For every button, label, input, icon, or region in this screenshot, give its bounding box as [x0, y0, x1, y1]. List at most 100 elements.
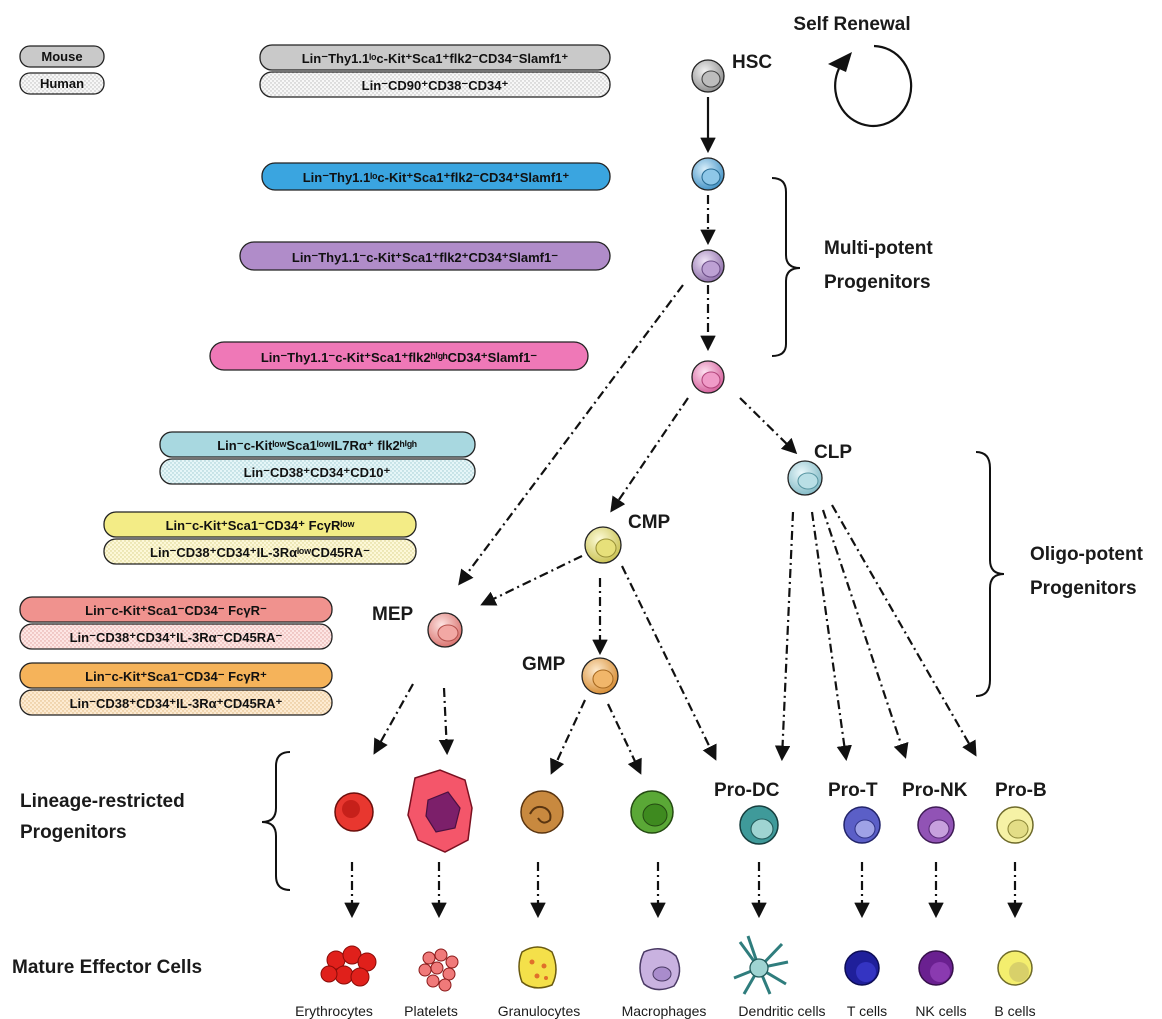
group-braces: [261, 177, 1005, 891]
cmp-human-pill: [103, 538, 417, 565]
arrow-gmp-gran: [550, 699, 586, 775]
platelets-icon: [418, 948, 459, 992]
multipotent-label-line2: Progenitors: [824, 272, 931, 293]
gmp-mouse-markers: Lin⁻c-Kit⁺Sca1⁻CD34⁻ FcγR⁺: [85, 669, 267, 684]
multipotent-brace: [771, 177, 801, 357]
legend-human-swatch: [19, 72, 105, 95]
arrow-mep-ery: [373, 683, 414, 755]
arrow-clp-prodc: [774, 511, 795, 762]
hsc-human-markers: Lin⁻CD90⁺CD38⁻CD34⁺: [362, 78, 509, 93]
pro-t-cell: [843, 806, 881, 844]
multipotent-label-line1: Multi-potent: [824, 238, 933, 259]
erythrocytes-icon: [320, 945, 377, 987]
mep-mouse-pill: [19, 596, 333, 623]
arrow-cmp-mep: [480, 555, 583, 606]
t-cell-icon: [844, 950, 880, 986]
pro-dc-cell: [739, 805, 779, 845]
pro-nk-label: Pro-NK: [902, 780, 968, 801]
gmp-human-pill: [19, 689, 333, 716]
oligopotent-label-line1: Oligo-potent: [1030, 544, 1144, 565]
self-renewal-arc: [834, 44, 913, 128]
mature-cell-label: T cells: [847, 1003, 887, 1019]
mep-cell: [427, 612, 463, 648]
mature-effector-cells: [320, 935, 1033, 995]
arrow-cmp-prodc: [621, 565, 717, 761]
marker-pills: Lin⁻Thy1.1ˡᵒc-Kit⁺Sca1⁺flk2⁻CD34⁻Slamf1⁺…: [19, 44, 611, 716]
cmp-label: CMP: [628, 512, 671, 533]
pro-b-label: Pro-B: [995, 780, 1047, 801]
cmp-mouse-pill: [103, 511, 417, 538]
granulocyte-progenitor-cell: [520, 790, 564, 834]
lineage-arrows: [344, 97, 1023, 919]
arrow-clp-prot: [810, 511, 852, 762]
mpp2-pill: [239, 241, 611, 271]
lineage-brace: [261, 751, 291, 891]
gmp-mouse-pill: [19, 662, 333, 689]
lineage-restricted-cells: [334, 769, 1034, 853]
clp-human-markers: Lin⁻CD38⁺CD34⁺CD10⁺: [244, 465, 391, 480]
arrow-mpp3-cmp: [610, 397, 689, 513]
mature-cell-label: B cells: [994, 1003, 1035, 1019]
oligopotent-label-line2: Progenitors: [1030, 578, 1137, 599]
macrophage-progenitor-cell: [630, 790, 674, 834]
text-labels: Self Renewal HSC Multi-potent Progenitor…: [12, 14, 1144, 1019]
b-cell-icon: [997, 950, 1033, 986]
mpp3-markers: Lin⁻Thy1.1⁻c-Kit⁺Sca1⁺flk2ʰⁱᵍʰCD34⁺Slamf…: [261, 350, 537, 365]
lineage-label-line1: Lineage-restricted: [20, 791, 185, 812]
arrow-mpp2-mep: [458, 284, 684, 586]
hsc-cell: [691, 59, 725, 93]
nk-cell-icon: [918, 950, 954, 986]
mpp3-cell: [691, 360, 725, 394]
cmp-mouse-markers: Lin⁻c-Kit⁺Sca1⁻CD34⁺ FcγRˡᵒʷ: [166, 518, 355, 533]
clp-human-pill: [159, 458, 476, 485]
mature-cell-label: NK cells: [915, 1003, 966, 1019]
mature-cell-label: Granulocytes: [498, 1003, 580, 1019]
mep-human-pill: [19, 623, 333, 650]
gmp-label: GMP: [522, 654, 566, 675]
mep-label: MEP: [372, 604, 414, 625]
macrophage-icon: [639, 948, 681, 991]
hsc-mouse-pill: [259, 44, 611, 71]
pro-dc-label: Pro-DC: [714, 780, 780, 801]
mep-human-markers: Lin⁻CD38⁺CD34⁺IL-3Rα⁻CD45RA⁻: [70, 630, 283, 645]
legend-mouse-swatch: [19, 45, 105, 68]
gmp-human-markers: Lin⁻CD38⁺CD34⁺IL-3Rα⁺CD45RA⁺: [70, 696, 283, 711]
legend-mouse-label: Mouse: [41, 49, 82, 64]
clp-mouse-markers: Lin⁻c-KitˡᵒʷSca1ˡᵒʷIL7Rα⁺ flk2ʰⁱᵍʰ: [217, 438, 417, 453]
arrow-gmp-mac: [607, 703, 642, 775]
arrow-clp-pronk: [821, 509, 909, 759]
mpp1-cell: [691, 157, 725, 191]
clp-label: CLP: [814, 442, 852, 463]
mpp3-pill: [209, 341, 589, 371]
pro-b-cell: [996, 806, 1034, 844]
hsc-human-pill: [259, 71, 611, 98]
mature-effector-label: Mature Effector Cells: [12, 957, 202, 978]
mpp1-markers: Lin⁻Thy1.1ˡᵒc-Kit⁺Sca1⁺flk2⁻CD34⁺Slamf1⁺: [303, 170, 570, 185]
mpp1-pill: [261, 162, 611, 191]
cmp-cell: [584, 526, 622, 564]
self-renewal-arrowhead: [828, 52, 852, 72]
mpp2-markers: Lin⁻Thy1.1⁻c-Kit⁺Sca1⁺flk2⁺CD34⁺Slamf1⁻: [292, 250, 558, 265]
pro-nk-cell: [917, 806, 955, 844]
clp-cell: [787, 460, 823, 496]
cmp-human-markers: Lin⁻CD38⁺CD34⁺IL-3RαˡᵒʷCD45RA⁻: [150, 545, 370, 560]
legend: Mouse Human: [19, 45, 105, 95]
progenitor-cells: [427, 59, 823, 695]
granulocyte-icon: [518, 946, 557, 989]
legend-human-label: Human: [40, 76, 84, 91]
dendritic-cell-icon: [733, 935, 789, 995]
arrow-mpp3-clp: [739, 397, 798, 455]
gmp-cell: [581, 657, 619, 695]
mature-cell-label: Dendritic cells: [738, 1003, 825, 1019]
clp-mouse-pill: [159, 431, 476, 458]
arrow-clp-prob: [831, 504, 977, 757]
megakaryocyte-cell: [407, 769, 473, 853]
pro-t-label: Pro-T: [828, 780, 878, 801]
mpp2-cell: [691, 249, 725, 283]
hsc-label: HSC: [732, 52, 772, 73]
erythroid-progenitor-cell: [334, 792, 374, 832]
oligopotent-brace: [975, 451, 1005, 697]
arrow-mep-plt: [438, 687, 455, 756]
